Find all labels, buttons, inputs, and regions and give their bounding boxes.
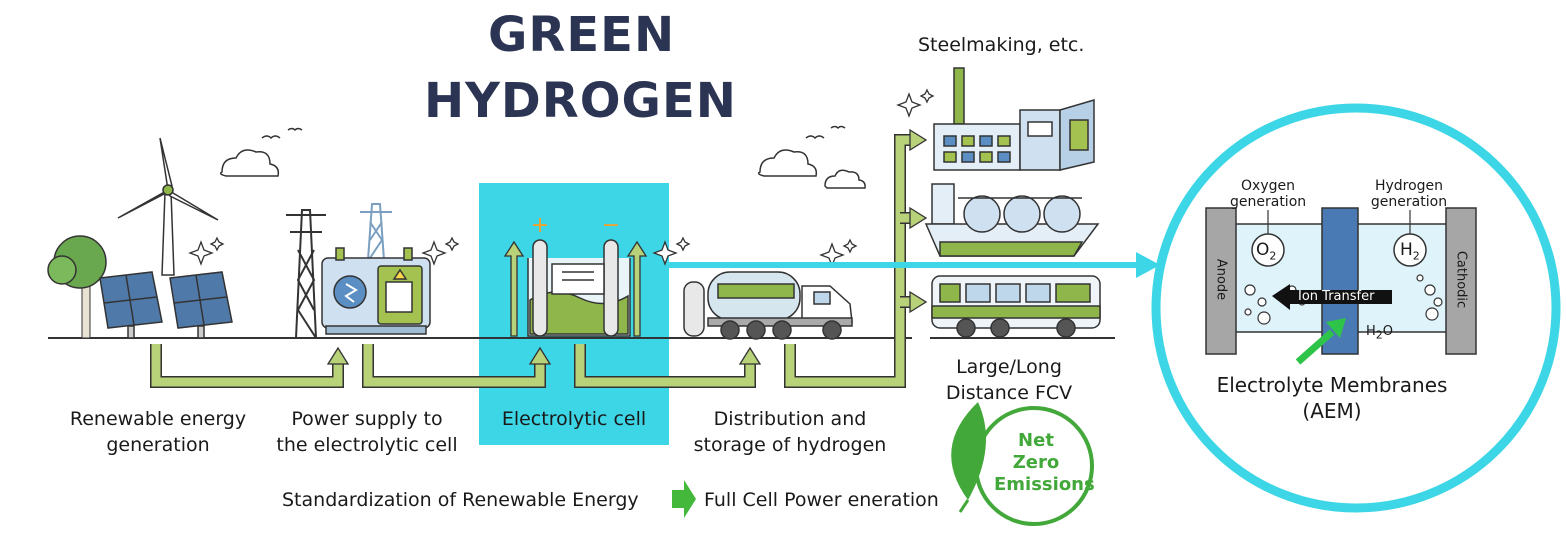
bus-icon	[931, 275, 1101, 338]
h2-subscript: 2	[1412, 249, 1420, 263]
cathode-plate	[1445, 207, 1477, 355]
hydrogen-label: Hydrogen generation	[1364, 178, 1454, 210]
tank-truck-icon	[683, 271, 853, 340]
title-line-2: HYDROGEN	[424, 73, 737, 129]
ship-icon	[924, 183, 1100, 257]
membrane-label: Electrolyte Membranes (AEM)	[1206, 372, 1458, 424]
cloud-icon	[219, 149, 866, 189]
fcv-line2: Distance FCV	[945, 382, 1073, 404]
svg-text:+: +	[531, 213, 549, 238]
net-zero-line3: Emissions	[994, 474, 1095, 495]
flow-arrow	[150, 134, 912, 388]
stage-power-supply-line2: the electrolytic cell	[276, 434, 458, 456]
sparkle-icon	[188, 88, 935, 268]
net-zero-label: Net Zero Emissions	[994, 430, 1095, 496]
anode-label: Anode	[1213, 258, 1229, 301]
oxygen-line1: Oxygen	[1241, 178, 1295, 194]
stage-distribution-line1: Distribution and	[713, 408, 867, 430]
net-zero-line2: Zero	[1012, 452, 1060, 473]
o2-symbol: O	[1256, 240, 1270, 260]
leaf-icon	[951, 402, 986, 500]
stage-renewable-label: Renewable energy generation	[48, 406, 268, 458]
stage-power-supply-line1: Power supply to	[291, 408, 443, 430]
stage-electrolytic-label: Electrolytic cell	[501, 408, 647, 430]
membrane-line1: Electrolyte Membranes	[1216, 373, 1448, 397]
factory-icon	[933, 67, 1095, 171]
hydrogen-line2: generation	[1370, 194, 1448, 210]
power-tower-icon	[360, 203, 392, 261]
bubbles	[1244, 274, 1443, 325]
net-zero-line1: Net	[1018, 430, 1054, 451]
fcv-line1: Large/Long	[956, 356, 1062, 378]
h2-formula: H2	[1400, 240, 1420, 262]
steelmaking-label: Steelmaking, etc.	[918, 34, 1085, 56]
leaf-stem	[958, 499, 970, 513]
h2o-symbol: H	[1366, 324, 1376, 339]
anode-plate	[1205, 207, 1237, 355]
title-line-1: GREEN	[488, 7, 676, 63]
footer-right-label: Full Cell Power eneration	[704, 489, 939, 511]
stage-distribution-label: Distribution and storage of hydrogen	[680, 406, 900, 458]
h2-symbol: H	[1400, 240, 1413, 260]
stage-power-supply-label: Power supply to the electrolytic cell	[262, 406, 472, 458]
ion-transfer-label: Ion Transfer	[1298, 289, 1375, 304]
fcv-label: Large/Long Distance FCV	[924, 354, 1094, 406]
stage-distribution-line2: storage of hydrogen	[693, 434, 887, 456]
membrane-pointer-arrow	[1295, 318, 1346, 365]
footer-arrow-icon	[672, 480, 696, 518]
solar-panel-icon	[99, 271, 233, 339]
o2-subscript: 2	[1269, 249, 1277, 263]
flow-arrow	[503, 240, 648, 337]
h2o-subscript: 2	[1375, 328, 1383, 342]
flow-arrowheads	[326, 128, 928, 365]
stage-renewable-line2: generation	[106, 434, 210, 456]
cathodic-label: Cathodic	[1453, 250, 1469, 309]
ion-transfer-arrow	[1272, 284, 1392, 310]
h2o-tail: O	[1382, 324, 1394, 339]
stage-renewable-line1: Renewable energy	[69, 408, 247, 430]
oxygen-line2: generation	[1230, 194, 1307, 210]
svg-text:−: −	[602, 213, 620, 238]
h2o-formula: H2O	[1366, 324, 1393, 342]
electrolyzer-icon: + −	[527, 213, 631, 337]
oxygen-label: Oxygen generation	[1230, 178, 1306, 210]
wind-turbine-icon	[117, 137, 219, 276]
tree-icon	[47, 235, 107, 339]
transformer-icon	[321, 247, 431, 335]
footer-left-label: Standardization of Renewable Energy	[282, 489, 639, 511]
detail-arrow	[669, 252, 1160, 278]
o2-formula: O2	[1256, 240, 1276, 262]
power-tower-icon	[286, 209, 326, 339]
membrane-line2: (AEM)	[1302, 399, 1362, 423]
bird-icon	[261, 125, 846, 140]
hydrogen-line1: Hydrogen	[1374, 178, 1444, 194]
